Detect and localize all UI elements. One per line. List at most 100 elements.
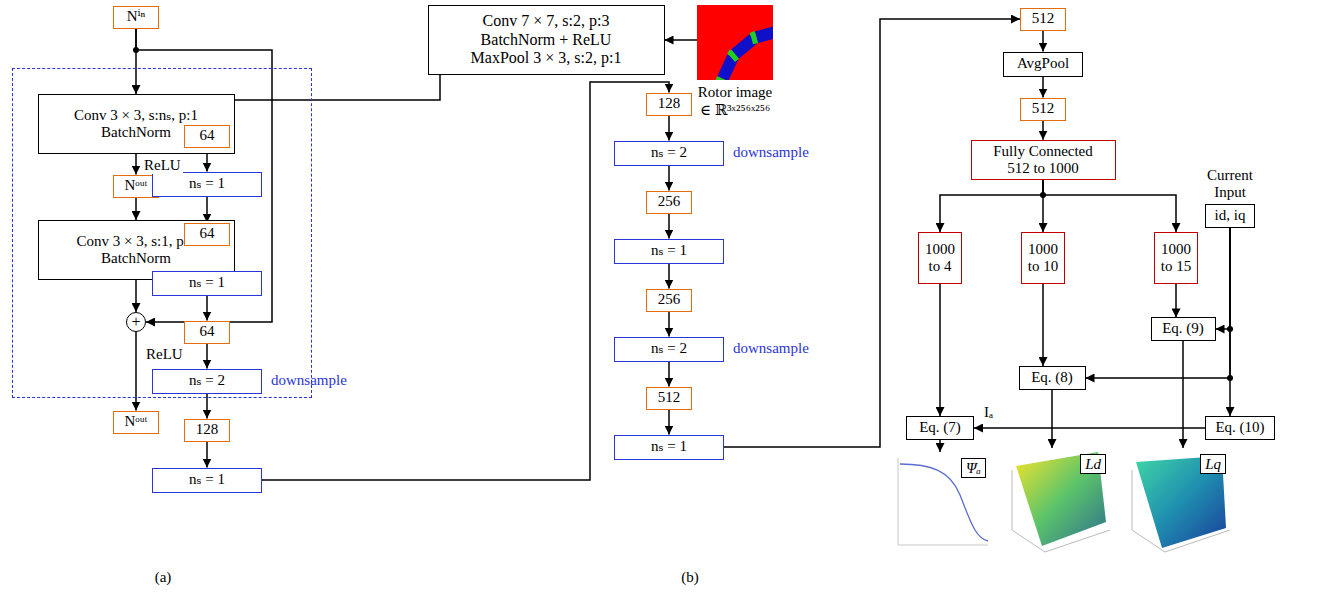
connector-arrow: [1086, 228, 1231, 378]
channel-box: 256: [646, 191, 692, 214]
connector-arrow: [1043, 180, 1176, 232]
node-text: Eq. (9): [1162, 320, 1204, 337]
linear-layer: Fully Connected512 to 1000: [971, 140, 1116, 181]
node-text: downsample: [733, 144, 809, 161]
connector-arrow: [135, 332, 137, 411]
plot-surface: [1016, 452, 1106, 546]
node-text: 256: [658, 291, 681, 308]
connector-arrow: [940, 180, 1043, 232]
node-text: Conv 7 × 7, s:2, p:3: [483, 12, 610, 30]
channel-box: 512: [1020, 8, 1066, 31]
node-text: Conv 3 × 3, s:nₛ, p:1: [74, 107, 198, 124]
layer-box: Conv 7 × 7, s:2, p:3BatchNorm + ReLUMaxP…: [428, 5, 665, 75]
plot-axes: [898, 458, 988, 545]
layer-box: Eq. (8): [1019, 366, 1086, 390]
channel-box: 64: [184, 125, 230, 148]
node-text: id, iq: [1215, 207, 1246, 224]
node-text: BatchNorm + ReLU: [481, 31, 612, 49]
magnet: [750, 24, 773, 44]
node-text: BatchNorm: [101, 124, 171, 141]
connector-arrow: [939, 440, 941, 452]
channel-box: 128: [646, 93, 692, 116]
edge-label: Iₐ: [982, 404, 995, 421]
connector-arrow: [1051, 390, 1053, 448]
node-text: Ψₐ: [961, 458, 986, 478]
output-plot: Ld: [1010, 448, 1110, 552]
edge-label: ReLU: [142, 157, 183, 174]
node-text: 64: [200, 225, 215, 242]
connector-arrow: [724, 19, 1020, 447]
ld-surface-plot: [1012, 452, 1110, 552]
layer-box: AvgPool: [1003, 52, 1083, 77]
connector-arrow: [668, 410, 670, 435]
node-text: Eq. (7): [919, 419, 961, 436]
node-text: Eq. (8): [1031, 369, 1073, 386]
channel-box: 64: [184, 223, 230, 246]
node-text: 512: [1032, 100, 1055, 117]
connector-arrow: [1216, 228, 1231, 329]
channel-box: 512: [1020, 98, 1066, 121]
channel-box: 128: [184, 419, 230, 442]
rotor-iron: [697, 5, 773, 80]
node-text: Lq: [1200, 454, 1226, 474]
node-text: Rotor image: [698, 84, 773, 101]
connector-arrow: [668, 166, 670, 191]
connector-arrow: [1175, 284, 1177, 317]
connector-arrow: [1042, 77, 1044, 98]
connector-arrow: [206, 344, 208, 369]
connector-arrow: [135, 198, 137, 221]
node-text: AvgPool: [1017, 55, 1069, 72]
connector-arrow: [262, 82, 669, 480]
residual-block: nₛ = 1: [614, 239, 724, 264]
connector-arrow: [939, 284, 941, 416]
connector-arrow: [135, 154, 137, 175]
node-text: Nᵒᵘᵗ: [125, 177, 148, 194]
node-text: 512: [658, 389, 681, 406]
channel-box: 512: [646, 387, 692, 410]
node-text: 512 to 1000: [1007, 160, 1079, 177]
node-text: Nⁱⁿ: [127, 8, 146, 25]
node-text: 1000 to 15: [1158, 241, 1194, 276]
node-text: nₛ = 1: [189, 471, 225, 488]
node-text: Ld: [1080, 454, 1106, 474]
node-text: 512: [1032, 10, 1055, 27]
node-text: nₛ = 1: [651, 242, 687, 259]
edge-label: ReLU: [144, 346, 185, 363]
node-text: Nᵒᵘᵗ: [125, 413, 148, 430]
node-text: 256: [658, 193, 681, 210]
connector-arrow: [1042, 121, 1044, 140]
linear-layer: 1000 to 4: [918, 232, 962, 284]
channel-box: 256: [646, 289, 692, 312]
connector-arrow: [206, 296, 208, 321]
connector-arrow: [974, 427, 1205, 429]
connector-arrow: [1182, 341, 1184, 448]
node-text: 1000 to 4: [922, 241, 958, 276]
rotor-image: Rotor image∈ ℝ³ˣ²⁵⁶ˣ²⁵⁶: [697, 5, 773, 80]
connector-arrow: [668, 312, 670, 337]
node-text: nₛ = 1: [189, 175, 225, 192]
connector-arrow: [668, 362, 670, 387]
connector-arrow: [668, 116, 670, 141]
flux-plot: [898, 458, 988, 545]
node-text: +: [131, 314, 140, 330]
linear-layer: 1000 to 10: [1021, 232, 1065, 284]
node-text: 64: [200, 127, 215, 144]
node-text: downsample: [271, 372, 347, 389]
layer-box: Eq. (10): [1205, 416, 1275, 440]
node-text: 64: [200, 323, 215, 340]
panel-label: (b): [679, 569, 701, 586]
connector-arrow: [665, 39, 698, 41]
linear-layer: 1000 to 15: [1154, 232, 1198, 284]
node-text: nₛ = 1: [189, 274, 225, 291]
node-text: nₛ = 2: [189, 372, 225, 389]
connector-arrow: [668, 264, 670, 289]
channel-box: Nᵒᵘᵗ: [113, 411, 159, 434]
junction-dot: [1227, 326, 1233, 332]
residual-block: nₛ = 1: [152, 172, 262, 197]
node-text: BatchNorm: [101, 250, 171, 267]
junction-dot: [1227, 375, 1233, 381]
node-text: Conv 3 × 3, s:1, p:1: [77, 233, 196, 250]
output-plot: Ψₐ: [894, 452, 990, 548]
node-text: 128: [658, 95, 681, 112]
residual-block: nₛ = 2downsample: [152, 369, 262, 394]
